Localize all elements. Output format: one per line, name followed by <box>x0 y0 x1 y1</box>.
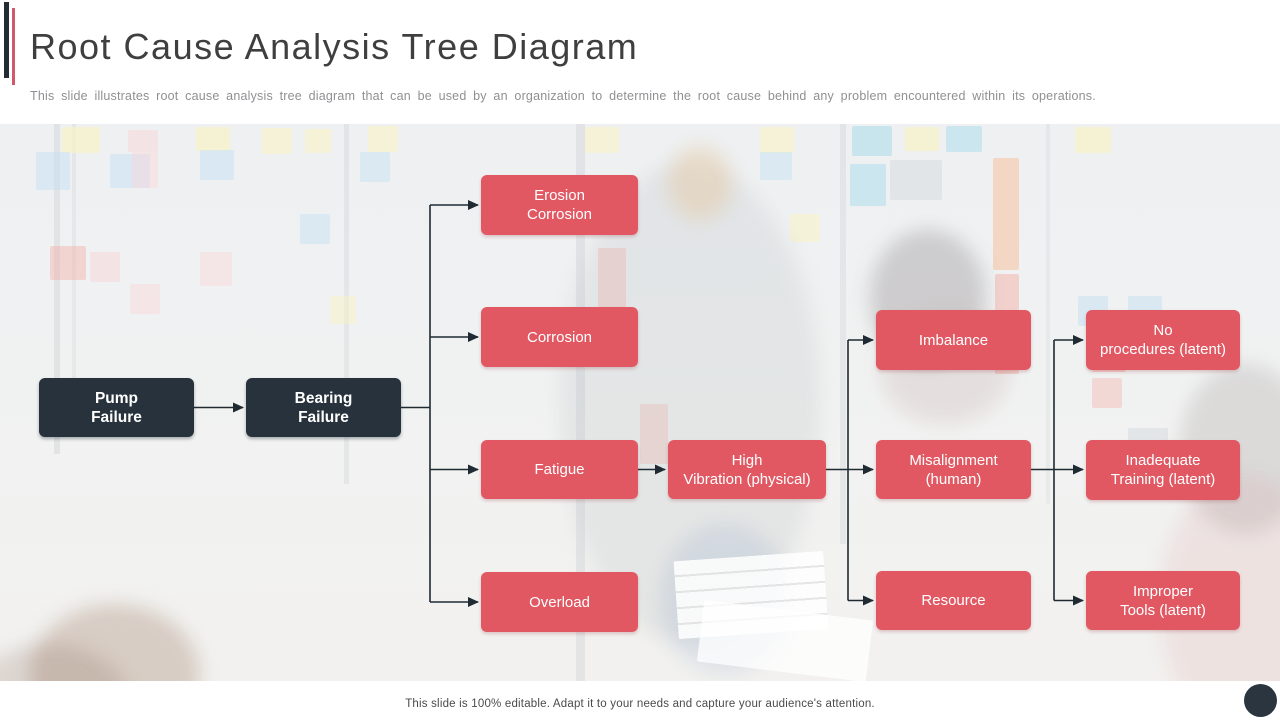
node-resource-label: Resource <box>921 592 986 609</box>
node-misalignment-label: Misalignment (human) <box>909 451 998 488</box>
node-misalignment: Misalignment (human) <box>876 440 1031 499</box>
node-pump-failure-label: Pump Failure <box>91 389 142 426</box>
node-fatigue: Fatigue <box>481 440 638 499</box>
slide-subtitle: This slide illustrates root cause analys… <box>30 89 1096 103</box>
node-imbalance-label: Imbalance <box>918 331 989 349</box>
node-resource: Resource <box>876 571 1031 630</box>
node-inadequate-training: Inadequate Training (latent) <box>1086 440 1240 500</box>
background-photo <box>0 124 1280 681</box>
footer-note: This slide is 100% editable. Adapt it to… <box>405 698 875 710</box>
node-improper-tools-label: Improper Tools (latent) <box>1120 582 1206 619</box>
node-no-procedures-label: No procedures (latent) <box>1100 322 1226 358</box>
node-high-vibration: High Vibration (physical) <box>668 440 826 499</box>
node-bearing-failure-label: Bearing Failure <box>294 389 353 426</box>
node-pump-failure: Pump Failure <box>39 378 194 437</box>
node-fatigue-label: Fatigue <box>534 461 585 478</box>
page-title: Root Cause Analysis Tree Diagram <box>30 26 639 67</box>
node-overload: Overload <box>481 572 638 632</box>
title-accent-bar-dark <box>4 2 9 78</box>
node-overload-label: Overload <box>529 593 590 611</box>
node-erosion-corrosion-label: Erosion Corrosion <box>526 187 593 223</box>
node-erosion-corrosion: Erosion Corrosion <box>481 175 638 235</box>
node-high-vibration-label: High Vibration (physical) <box>683 451 811 488</box>
footer-circle-decoration <box>1244 684 1277 717</box>
node-inadequate-training-label: Inadequate Training (latent) <box>1110 452 1216 488</box>
title-accent-bar-red <box>12 8 15 85</box>
node-corrosion-label: Corrosion <box>526 328 593 346</box>
node-improper-tools: Improper Tools (latent) <box>1086 571 1240 630</box>
node-bearing-failure: Bearing Failure <box>246 378 401 437</box>
node-imbalance: Imbalance <box>876 310 1031 370</box>
node-no-procedures: No procedures (latent) <box>1086 310 1240 370</box>
node-corrosion: Corrosion <box>481 307 638 367</box>
